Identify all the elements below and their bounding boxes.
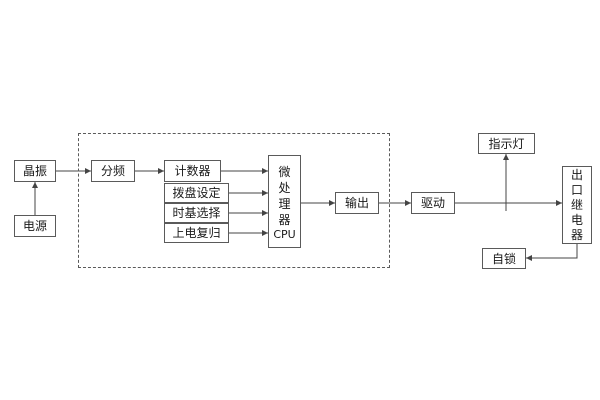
drive-label: 驱动 xyxy=(420,196,445,210)
crystal-label: 晶振 xyxy=(22,164,47,178)
self-lock-label: 自锁 xyxy=(491,251,516,266)
microprocessor-label: 微处理器 xyxy=(278,164,291,227)
outlet-relay-label: 出口继电器 xyxy=(570,167,583,242)
box-counter: 计数器 xyxy=(164,160,221,182)
mcu-module-boundary xyxy=(78,133,390,268)
box-indicator-lamp: 指示灯 xyxy=(478,133,535,154)
box-dial-setting: 拨盘设定 xyxy=(164,183,229,203)
power-label: 电源 xyxy=(22,219,47,233)
box-drive: 驱动 xyxy=(411,192,455,214)
box-microprocessor-cpu: 微处理器 CPU xyxy=(268,155,301,248)
box-power-on-reset: 上电复归 xyxy=(164,223,229,243)
timebase-select-label: 时基选择 xyxy=(172,206,221,220)
box-self-lock: 自锁 xyxy=(482,248,526,269)
box-crystal-oscillator: 晶振 xyxy=(14,160,56,182)
box-frequency-divider: 分频 xyxy=(91,160,135,182)
counter-label: 计数器 xyxy=(174,164,211,178)
box-timebase-select: 时基选择 xyxy=(164,203,229,223)
output-label: 输出 xyxy=(344,196,369,210)
box-output: 输出 xyxy=(335,192,379,214)
indicator-lamp-label: 指示灯 xyxy=(488,136,525,151)
wire-relay-to-selflock xyxy=(526,244,578,261)
box-power-supply: 电源 xyxy=(14,215,56,237)
dial-setting-label: 拨盘设定 xyxy=(172,186,221,200)
cpu-label: CPU xyxy=(273,227,296,241)
power-on-reset-label: 上电复归 xyxy=(172,226,221,240)
box-outlet-relay: 出口继电器 xyxy=(562,166,592,244)
divider-label: 分频 xyxy=(100,164,125,178)
